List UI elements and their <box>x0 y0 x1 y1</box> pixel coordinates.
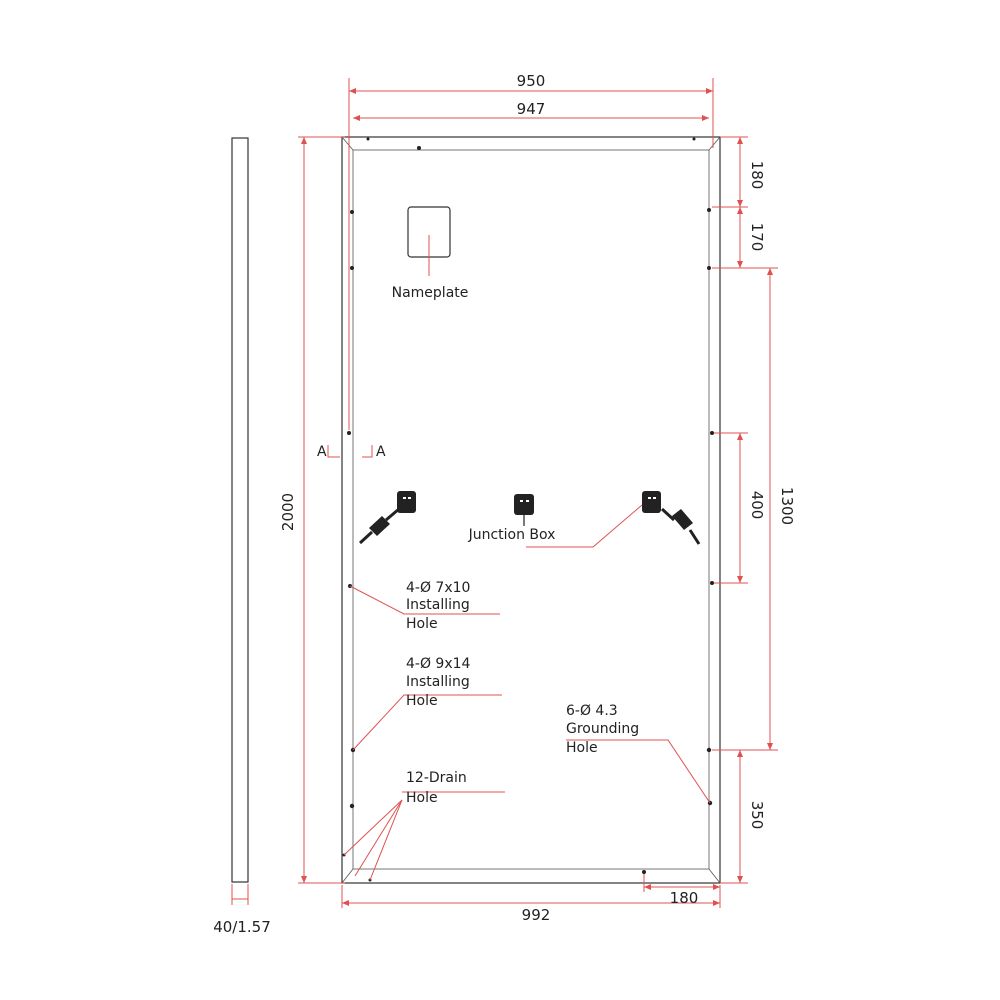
right-span-outer-label: 1300 <box>778 487 796 525</box>
right-top-2-label: 170 <box>748 223 766 252</box>
drain-hole-note: 12-Drain Hole <box>406 770 467 806</box>
right-bottom-label: 350 <box>748 801 766 830</box>
right-span-inner-label: 400 <box>748 491 766 520</box>
installing-hole-1-line-3: Hole <box>406 616 438 632</box>
junction-box: Junction Box <box>468 494 556 543</box>
inner-width-label: 947 <box>517 100 546 118</box>
right-dimensions: 180 170 1300 400 350 <box>712 136 796 884</box>
nameplate-label: Nameplate <box>392 285 469 301</box>
installing-hole-1-line-2: Installing <box>406 597 470 613</box>
side-profile: 40/1.57 <box>213 137 271 936</box>
section-mark-left: A <box>317 444 327 460</box>
leader-lines <box>343 504 711 881</box>
grounding-hole-line-3: Hole <box>566 740 598 756</box>
height-label: 2000 <box>279 493 297 531</box>
section-marks: A A <box>317 444 386 460</box>
bottom-offset-label: 180 <box>670 889 699 907</box>
section-mark-right: A <box>376 444 386 460</box>
installing-hole-2-line-1: 4-Ø 9x14 <box>406 656 471 672</box>
drain-hole-line-1: 12-Drain <box>406 770 467 786</box>
grounding-hole-note: 6-Ø 4.3 Grounding Hole <box>566 703 639 756</box>
installing-hole-2-line-3: Hole <box>406 693 438 709</box>
bottom-width-label: 992 <box>522 906 551 924</box>
installing-hole-2-line-2: Installing <box>406 674 470 690</box>
nameplate: Nameplate <box>392 206 469 301</box>
installing-hole-2-note: 4-Ø 9x14 Installing Hole <box>406 656 471 709</box>
bottom-dimensions: 992 180 <box>341 872 721 924</box>
thickness-label: 40/1.57 <box>213 918 271 936</box>
top-dimensions: 950 947 <box>348 72 714 148</box>
installing-hole-1-line-1: 4-Ø 7x10 <box>406 580 470 596</box>
height-dimension: 2000 <box>279 136 345 884</box>
left-connector <box>358 491 416 545</box>
installing-hole-1-note: 4-Ø 7x10 Installing Hole <box>406 580 470 632</box>
drain-hole-line-2: Hole <box>406 790 438 806</box>
overall-width-label: 950 <box>517 72 546 90</box>
grounding-hole-line-1: 6-Ø 4.3 <box>566 703 618 719</box>
right-top-1-label: 180 <box>748 161 766 190</box>
right-connector <box>642 491 701 545</box>
grounding-hole-line-2: Grounding <box>566 721 639 737</box>
panel-frame <box>341 136 721 884</box>
junction-box-label: Junction Box <box>468 527 556 543</box>
